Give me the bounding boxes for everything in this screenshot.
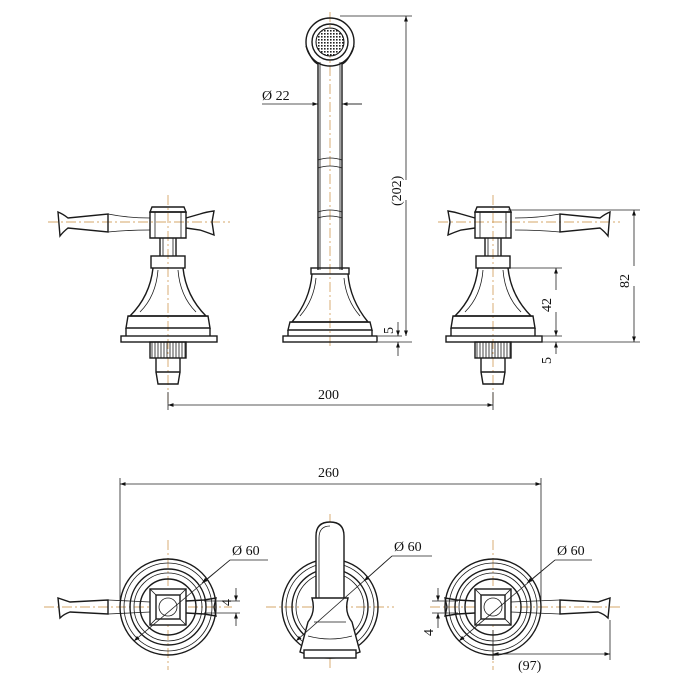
left-rosette-diameter-label: Ø 60 bbox=[232, 544, 260, 559]
handle-body-height-label: 42 bbox=[540, 298, 555, 312]
dim-handle-heights: 82 42 5 bbox=[508, 209, 640, 364]
dim-overall-width: 260 bbox=[119, 466, 542, 600]
handle-height-label: 82 bbox=[618, 274, 633, 288]
dim-spout-height: (202) 5 bbox=[340, 15, 412, 356]
top-view: 260 4 bbox=[44, 466, 620, 674]
dim-spout-diameter: Ø 22 bbox=[262, 89, 362, 106]
right-rosette-top: 4 Ø 60 (97) bbox=[422, 540, 620, 674]
middle-rosette-top: Ø 60 bbox=[266, 514, 432, 670]
right-lever-offset-label: 4 bbox=[422, 629, 437, 636]
handle-base-thickness-label: 5 bbox=[540, 357, 555, 364]
left-rosette-top: 4 Ø 60 bbox=[44, 540, 268, 670]
spout-base-thickness-label: 5 bbox=[382, 327, 397, 334]
front-elevation: Ø 22 (202) 5 82 42 bbox=[48, 12, 640, 410]
spout-diameter-label: Ø 22 bbox=[262, 89, 290, 104]
spout-front bbox=[282, 12, 378, 348]
spout-height-label: (202) bbox=[390, 175, 405, 206]
lever-reach-label: (97) bbox=[518, 659, 542, 674]
right-handle-front bbox=[438, 195, 620, 405]
overall-width-label: 260 bbox=[318, 466, 339, 481]
left-lever-offset-label: 4 bbox=[220, 599, 235, 606]
left-handle-front bbox=[48, 195, 230, 405]
dim-centre-distance: 200 bbox=[167, 388, 494, 410]
right-rosette-diameter-label: Ø 60 bbox=[557, 544, 585, 559]
middle-rosette-diameter-label: Ø 60 bbox=[394, 540, 422, 555]
centre-distance-label: 200 bbox=[318, 388, 339, 403]
